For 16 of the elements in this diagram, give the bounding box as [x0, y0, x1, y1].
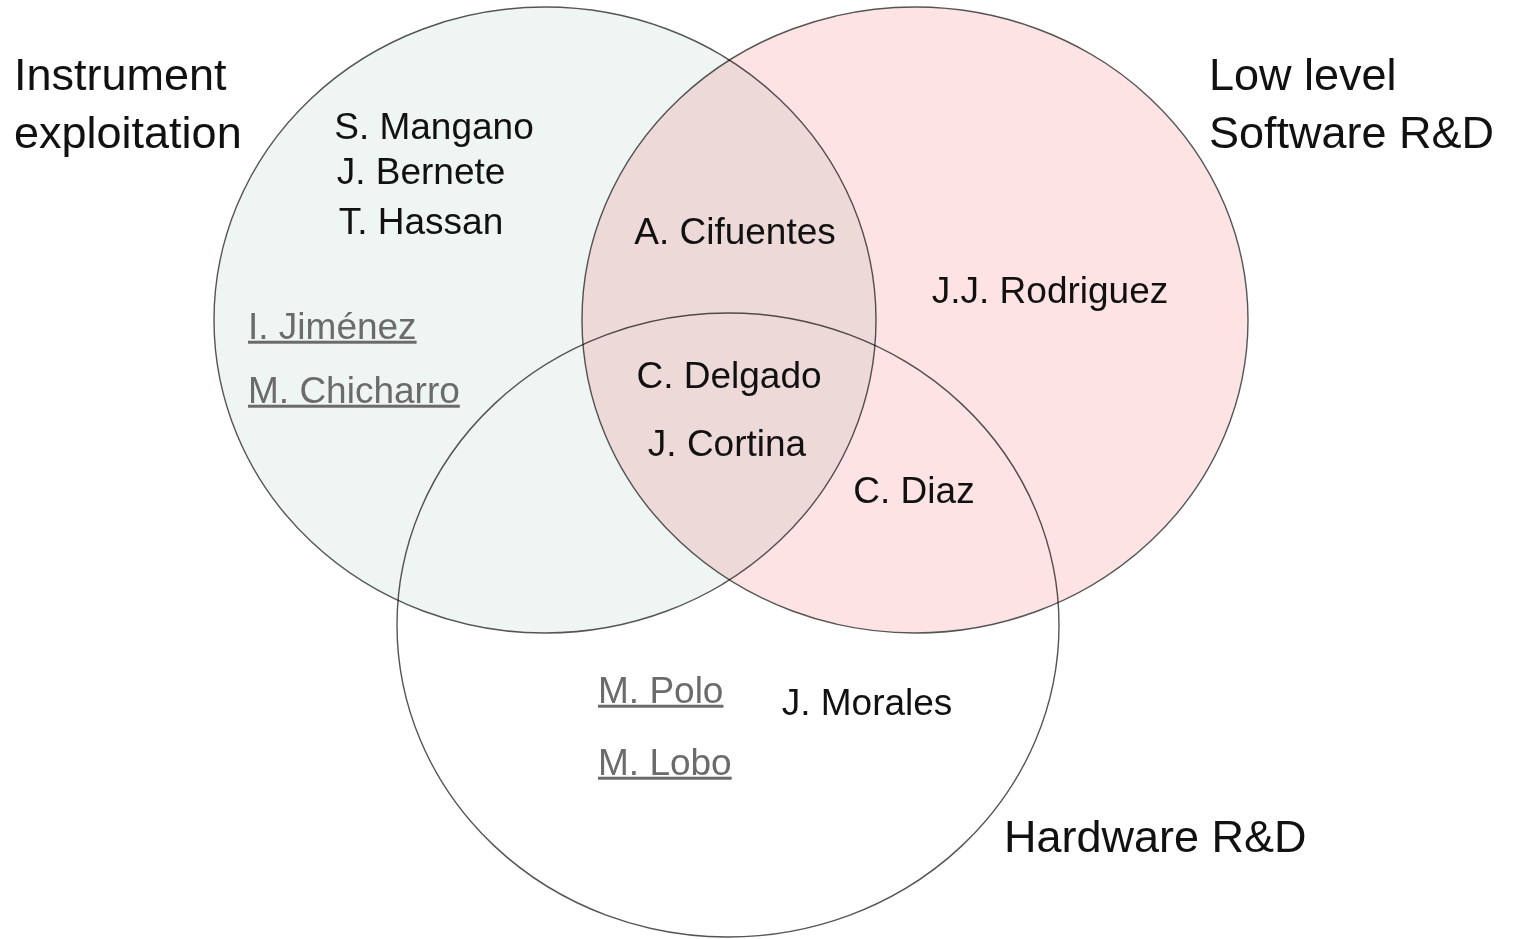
member-name: A. Cifuentes: [634, 210, 836, 254]
member-name: J. Morales: [781, 681, 953, 725]
member-name: C. Delgado: [636, 354, 822, 398]
member-name: J.J. Rodriguez: [931, 269, 1169, 313]
set-label: Hardware R&D: [1004, 810, 1308, 864]
member-name: J. Cortina: [647, 422, 807, 466]
member-link: I. Jiménez: [248, 305, 417, 349]
member-name: J. Bernete: [336, 150, 506, 194]
set-label: Low level Software R&D: [1209, 48, 1496, 160]
member-name: C. Diaz: [853, 469, 975, 513]
member-link: M. Lobo: [598, 741, 732, 785]
member-link: M. Chicharro: [248, 369, 460, 413]
member-link: M. Polo: [598, 669, 724, 713]
member-name: S. Mangano: [334, 105, 534, 149]
set-label: Instrument exploitation: [14, 48, 243, 160]
member-name: T. Hassan: [338, 200, 504, 244]
